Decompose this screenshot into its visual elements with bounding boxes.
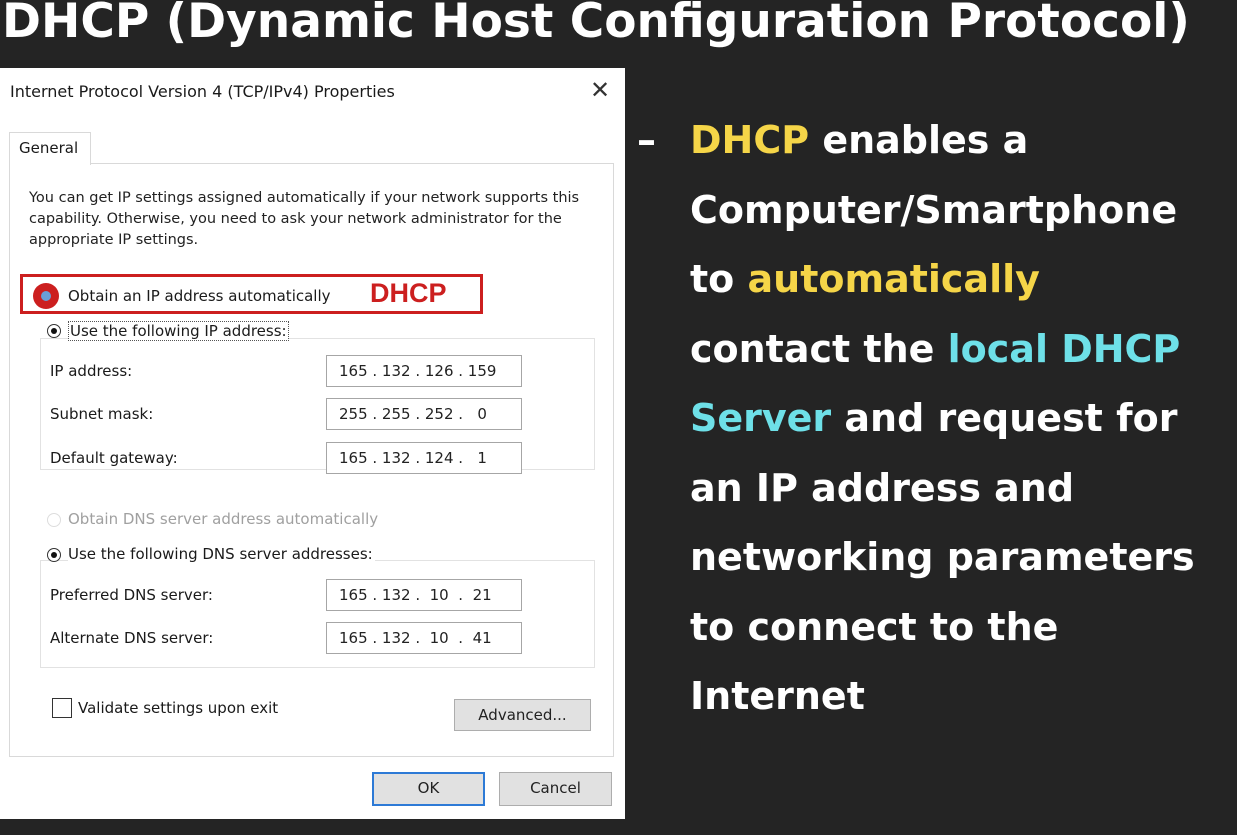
ipv4-properties-dialog: Internet Protocol Version 4 (TCP/IPv4) P… — [0, 68, 625, 819]
subnet-mask-label: Subnet mask: — [50, 405, 154, 423]
bullet-line-8: to connect to the — [690, 604, 1059, 649]
dialog-description: You can get IP settings assigned automat… — [29, 190, 580, 248]
ip-address-field[interactable]: 165 . 132 . 126 . 159 — [326, 355, 522, 387]
subnet-mask-field[interactable]: 255 . 255 . 252 . 0 — [326, 398, 522, 430]
bullet-text: contact the — [690, 326, 948, 371]
radio-obtain-dns-automatically[interactable] — [47, 513, 61, 527]
bullet-text: and request for — [831, 396, 1178, 440]
tab-general-label: General — [19, 139, 79, 157]
advanced-button[interactable]: Advanced... — [454, 699, 591, 731]
bullet-dash: – — [637, 118, 656, 162]
dialog-title: Internet Protocol Version 4 (TCP/IPv4) P… — [10, 82, 395, 101]
dhcp-highlight-box — [20, 274, 483, 314]
bullet-line-7: networking parameters — [690, 535, 1195, 579]
preferred-dns-field[interactable]: 165 . 132 . 10 . 21 — [326, 579, 522, 611]
radio-obtain-ip-automatically[interactable] — [33, 283, 59, 309]
radio-obtain-ip-label[interactable]: Obtain an IP address automatically — [68, 287, 331, 305]
validate-label[interactable]: Validate settings upon exit — [78, 699, 279, 717]
term-local-dhcp: local DHCP — [947, 326, 1181, 371]
ok-button[interactable]: OK — [372, 772, 485, 806]
term-automatically: automatically — [747, 257, 1040, 301]
radio-use-ip-label[interactable]: Use the following IP address: — [68, 321, 289, 341]
bullet-text: to — [690, 257, 748, 301]
bullet-line-5: Server and request for — [690, 384, 1230, 454]
bullet-line-3: to automatically — [690, 245, 1230, 315]
bullet-text: enables a — [809, 118, 1029, 162]
cancel-button[interactable]: Cancel — [499, 772, 612, 806]
term-server: Server — [690, 396, 832, 440]
close-icon[interactable]: ✕ — [589, 76, 611, 104]
alternate-dns-label: Alternate DNS server: — [50, 629, 214, 647]
default-gateway-label: Default gateway: — [50, 449, 178, 467]
radio-use-following-ip[interactable] — [47, 324, 61, 338]
term-dhcp: DHCP — [690, 118, 810, 162]
preferred-dns-label: Preferred DNS server: — [50, 586, 213, 604]
bullet-line-9: Internet — [690, 674, 865, 718]
validate-checkbox[interactable] — [52, 698, 72, 718]
tab-general[interactable]: General — [9, 132, 91, 165]
dhcp-explanation: DHCP enables a Computer/Smartphone to au… — [690, 106, 1230, 732]
radio-use-following-dns[interactable] — [47, 548, 61, 562]
default-gateway-field[interactable]: 165 . 132 . 124 . 1 — [326, 442, 522, 474]
slide-title: DHCP (Dynamic Host Configuration Protoco… — [2, 0, 1190, 49]
bullet-line-6: an IP address and — [690, 465, 1075, 510]
dhcp-annotation: DHCP — [370, 278, 447, 308]
radio-obtain-dns-label[interactable]: Obtain DNS server address automatically — [68, 510, 379, 528]
bullet-line-1: DHCP enables a — [690, 106, 1230, 176]
radio-use-dns-label[interactable]: Use the following DNS server addresses: — [68, 545, 375, 563]
ip-address-label: IP address: — [50, 362, 133, 380]
ip-groupbox — [40, 338, 595, 470]
bullet-line-4: contact the local DHCP — [690, 315, 1230, 385]
bullet-line-2: Computer/Smartphone — [690, 187, 1178, 232]
alternate-dns-field[interactable]: 165 . 132 . 10 . 41 — [326, 622, 522, 654]
